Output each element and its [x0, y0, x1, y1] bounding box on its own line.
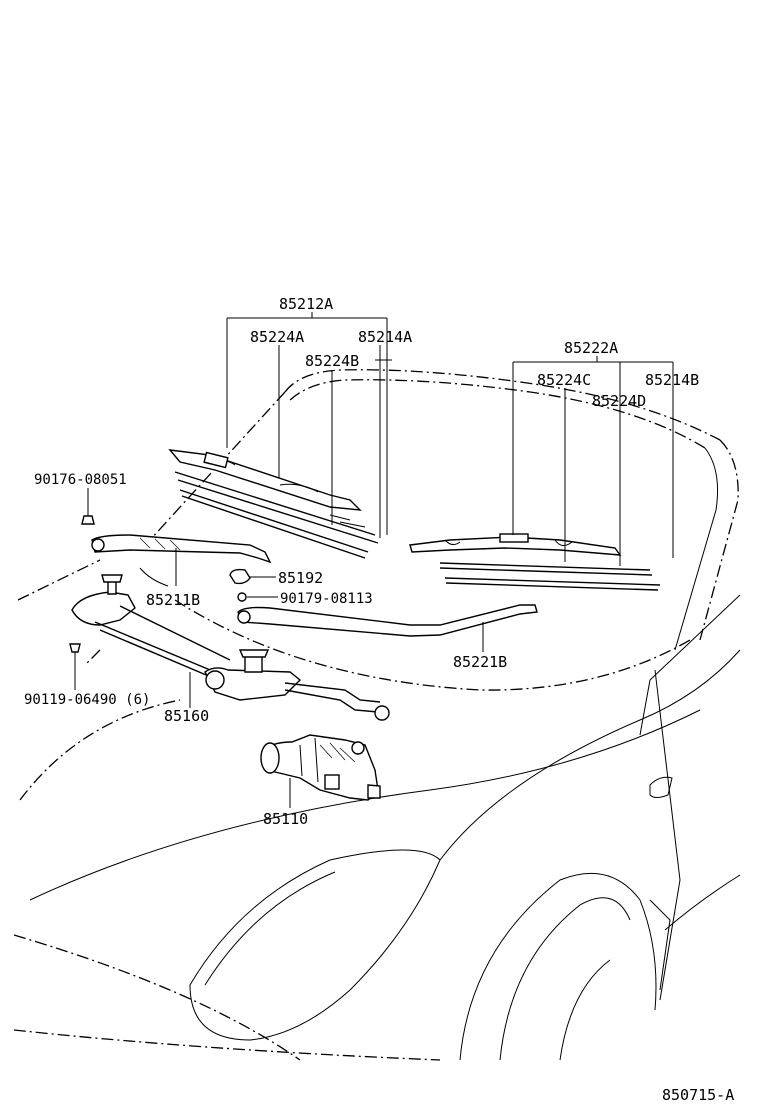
car-body-outline — [13, 369, 741, 1061]
label-90176-08051: 90176-08051 — [34, 472, 127, 488]
right-wiper-blade — [409, 533, 661, 591]
label-85160: 85160 — [164, 707, 209, 725]
label-85224B: 85224B — [305, 352, 359, 370]
label-85224C: 85224C — [537, 371, 591, 389]
label-85214B: 85214B — [645, 371, 699, 389]
label-85221B: 85221B — [453, 653, 507, 671]
wiper-linkage — [71, 574, 390, 721]
label-85222A: 85222A — [564, 339, 618, 357]
label-85224A: 85224A — [250, 328, 304, 346]
part-labels: 85212A 85224A 85214A 85224B 85222A 85224… — [24, 295, 734, 1104]
small-fasteners — [69, 515, 251, 662]
label-90119-06490: 90119-06490 (6) — [24, 692, 150, 708]
wiper-motor — [260, 734, 381, 801]
label-85224D: 85224D — [592, 392, 646, 410]
label-85211B: 85211B — [146, 591, 200, 609]
label-85214A: 85214A — [358, 328, 412, 346]
left-wiper-blade — [168, 449, 379, 559]
left-wiper-arm — [91, 534, 272, 564]
label-85110: 85110 — [263, 810, 308, 828]
label-85192: 85192 — [278, 569, 323, 587]
label-90179-08113: 90179-08113 — [280, 591, 373, 607]
leader-lines — [74, 312, 674, 808]
right-wiper-arm — [237, 604, 538, 637]
label-85212A: 85212A — [279, 295, 333, 313]
diagram-code: 850715-A — [662, 1086, 734, 1104]
